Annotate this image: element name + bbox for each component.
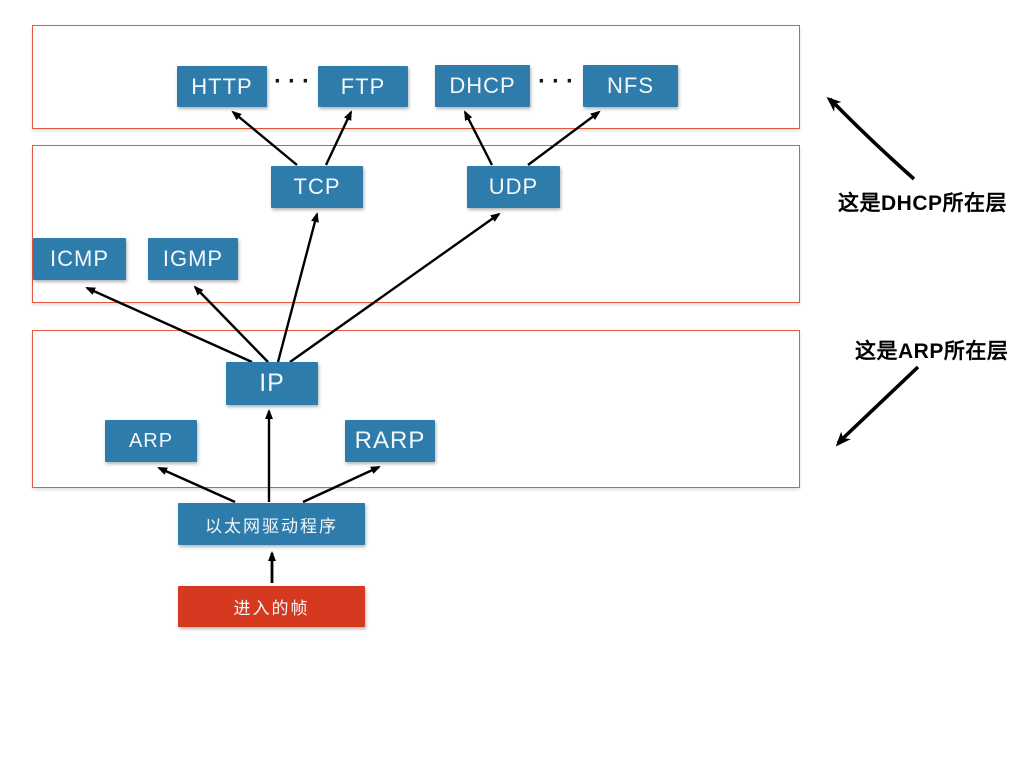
node-ftp: FTP [318, 66, 408, 107]
ellipsis-left: ··· [274, 68, 316, 95]
application-layer-box [32, 25, 800, 129]
node-http: HTTP [177, 66, 267, 107]
annotation-arrow-arp-layer [835, 365, 920, 447]
node-incoming-frame: 进入的帧 [178, 586, 365, 627]
ellipsis-right: ··· [538, 68, 580, 95]
node-nfs: NFS [583, 65, 678, 107]
node-ip: IP [226, 362, 318, 405]
node-tcp: TCP [271, 166, 363, 208]
node-ethernet-driver: 以太网驱动程序 [178, 503, 365, 545]
node-dhcp: DHCP [435, 65, 530, 107]
network-layer-box [32, 330, 800, 488]
node-igmp: IGMP [148, 238, 238, 280]
annotation-dhcp-layer: 这是DHCP所在层 [838, 192, 1008, 215]
annotation-arp-layer: 这是ARP所在层 [855, 340, 1009, 363]
node-rarp: RARP [345, 420, 435, 462]
node-arp: ARP [105, 420, 197, 462]
node-icmp: ICMP [33, 238, 126, 280]
annotation-arrow-dhcp-layer [826, 96, 916, 181]
node-udp: UDP [467, 166, 560, 208]
